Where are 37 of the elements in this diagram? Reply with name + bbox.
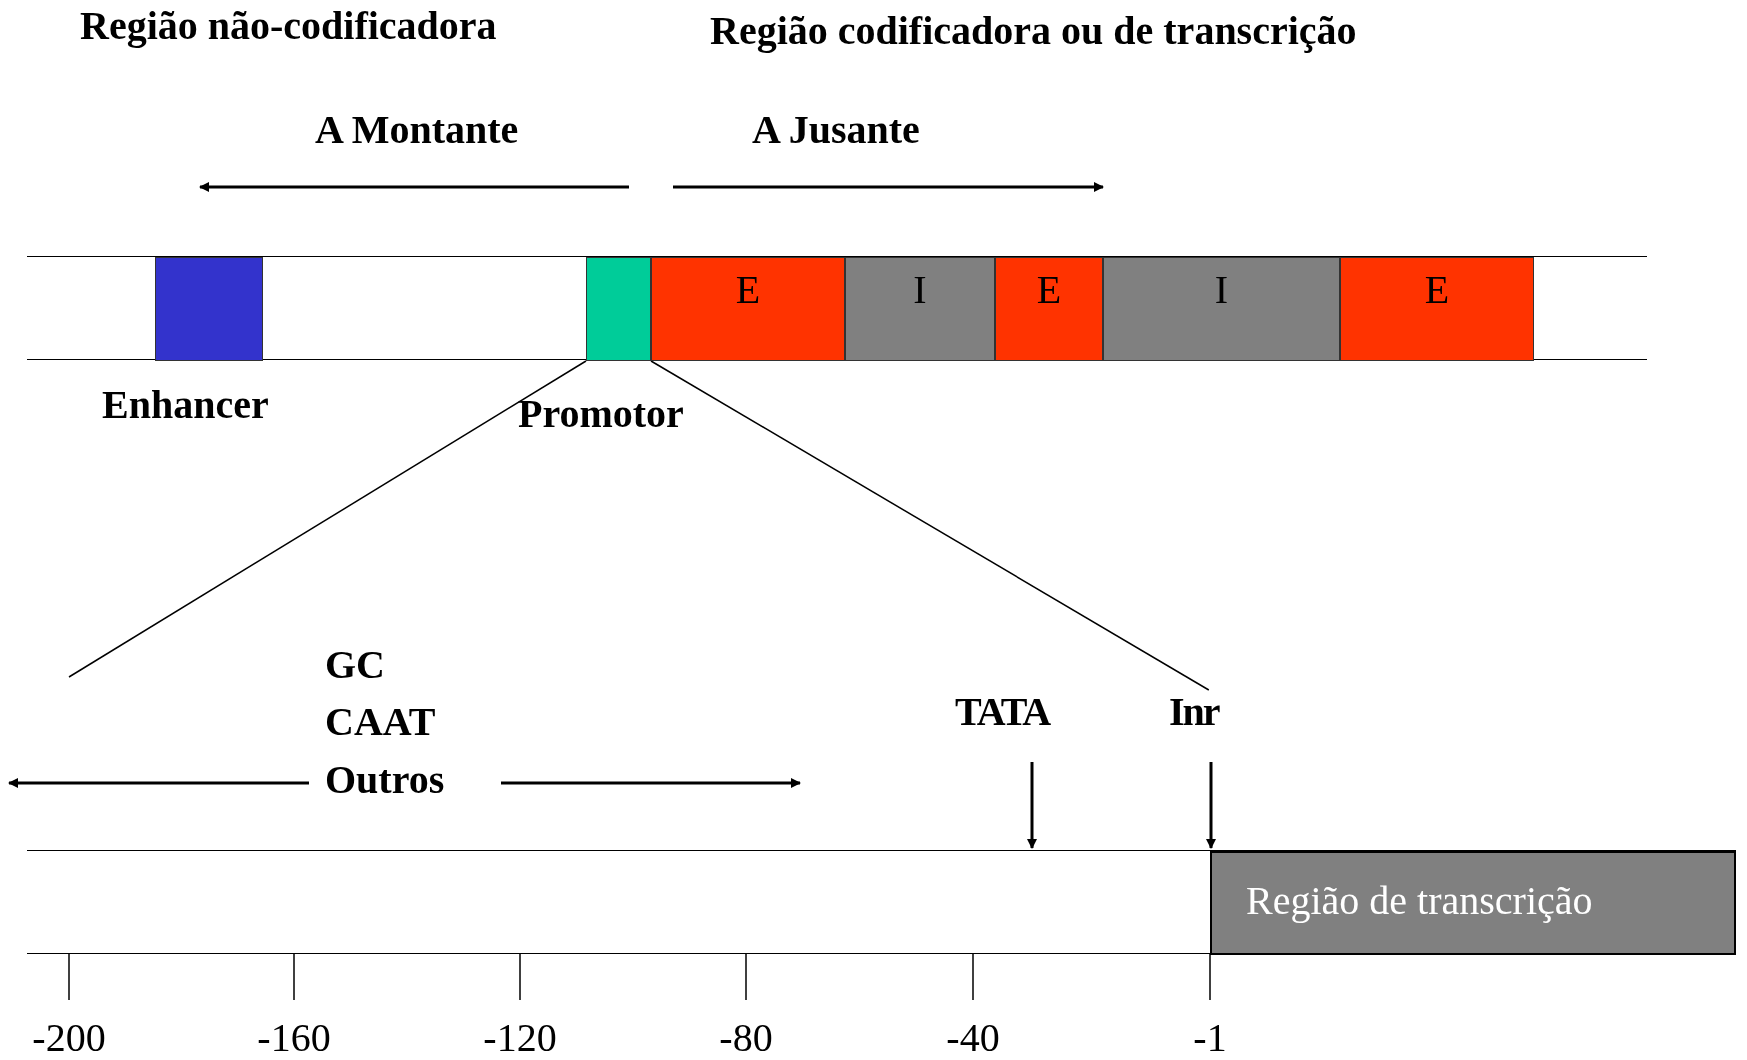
element-label: Promotor bbox=[518, 394, 684, 434]
exon-box bbox=[995, 257, 1103, 361]
position-number: -120 bbox=[483, 1018, 557, 1058]
element-label: Inr bbox=[1169, 692, 1219, 732]
position-number: -80 bbox=[719, 1018, 773, 1058]
position-number: -200 bbox=[32, 1018, 106, 1058]
region-heading: Região codificadora ou de transcrição bbox=[710, 11, 1357, 51]
zoom-line bbox=[650, 360, 1210, 691]
intron-box bbox=[845, 257, 995, 361]
region-label: Região de transcrição bbox=[1246, 881, 1593, 921]
segment-letter: I bbox=[913, 270, 927, 310]
segment-letter: I bbox=[1214, 270, 1229, 310]
direction-label: A Jusante bbox=[752, 110, 920, 150]
position-number: -1 bbox=[1193, 1018, 1227, 1058]
promoter-box bbox=[586, 257, 651, 361]
element-label: TATA bbox=[955, 692, 1050, 732]
element-label: Outros bbox=[325, 760, 445, 800]
intron-box bbox=[1103, 257, 1340, 361]
segment-letter: E bbox=[1036, 270, 1062, 310]
position-number: -160 bbox=[257, 1018, 331, 1058]
enhancer-box bbox=[155, 257, 263, 361]
arrow bbox=[1206, 762, 1216, 849]
arrow bbox=[1027, 762, 1037, 849]
region-heading: Região não-codificadora bbox=[80, 6, 497, 46]
position-number: -40 bbox=[946, 1018, 1000, 1058]
transcription-region-box bbox=[1210, 851, 1736, 955]
segment-letter: E bbox=[735, 270, 761, 310]
zoom-line bbox=[68, 360, 587, 678]
direction-label: A Montante bbox=[315, 110, 519, 150]
dna-strand bbox=[27, 850, 1736, 954]
segment-letter: E bbox=[1424, 270, 1450, 310]
element-label: GC bbox=[325, 645, 385, 685]
dna-strand bbox=[27, 256, 1647, 360]
exon-box bbox=[1340, 257, 1534, 361]
element-label: CAAT bbox=[325, 702, 436, 742]
exon-box bbox=[651, 257, 845, 361]
element-label: Enhancer bbox=[102, 385, 269, 425]
